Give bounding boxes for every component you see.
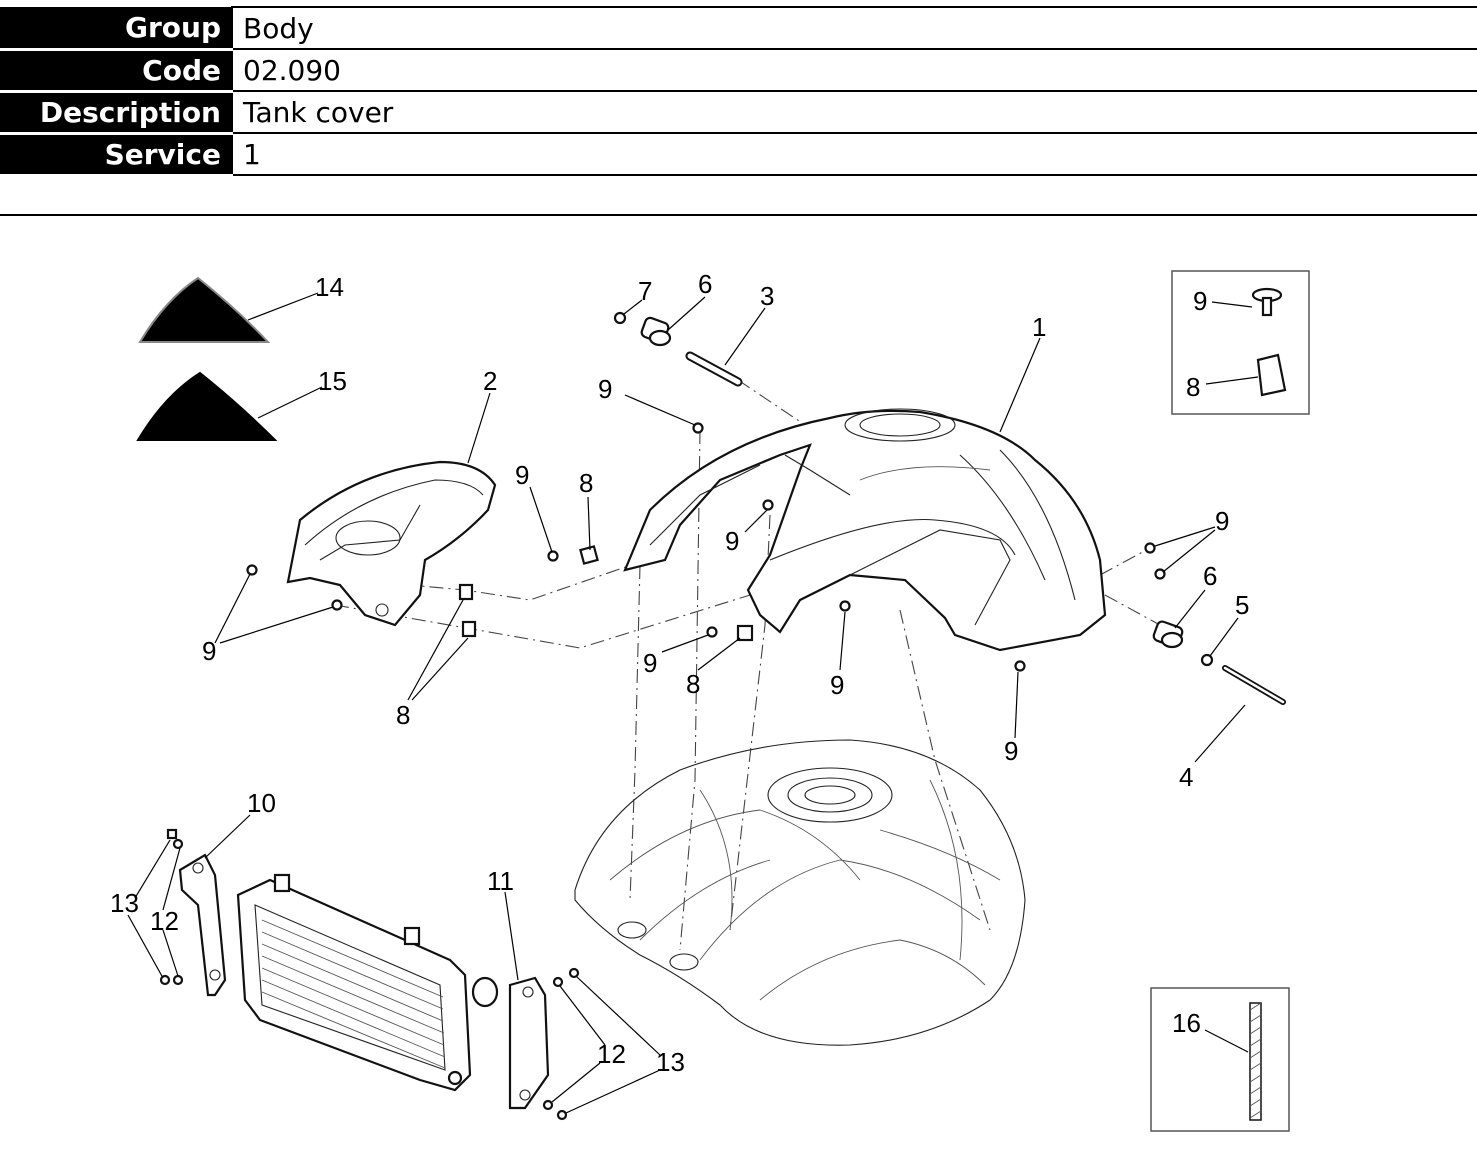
callout-screw-f: 9 <box>830 670 844 700</box>
code-value: 02.090 <box>231 48 1477 92</box>
hardware-inset <box>1171 270 1310 415</box>
callout-screw-inset: 9 <box>1193 286 1207 316</box>
decal-bottom-part <box>136 371 278 441</box>
callout-screw-a: 9 <box>598 374 612 404</box>
callout-clip-left: 8 <box>396 700 410 730</box>
callout-bracket-right: 11 <box>487 866 514 896</box>
callout-decal-bottom: 15 <box>318 366 347 396</box>
header-separator <box>0 214 1477 216</box>
radiator-part <box>236 873 499 1092</box>
long-bolt-part <box>1222 665 1286 705</box>
group-label: Group <box>0 7 232 51</box>
service-value: 1 <box>231 132 1477 176</box>
code-label: Code <box>0 49 232 93</box>
bracket-left-part <box>178 853 227 997</box>
group-value: Body <box>231 6 1477 50</box>
decal-top-part <box>138 276 271 343</box>
callout-rear-cover: 2 <box>483 366 497 396</box>
callout-screw-c: 9 <box>725 526 739 556</box>
grommet-right-part <box>1152 620 1184 649</box>
description-label: Description <box>0 91 232 135</box>
callout-clip-center: 8 <box>579 468 593 498</box>
callout-grommet-right: 6 <box>1203 561 1217 591</box>
part-info-table: Group Body Code 02.090 Description Tank … <box>0 6 1477 177</box>
callout-screw-d: 9 <box>202 636 216 666</box>
callout-tank-cover: 1 <box>1032 312 1046 342</box>
grommet-top-part <box>640 316 672 347</box>
callout-tape-strip: 16 <box>1172 1008 1201 1038</box>
info-row-group: Group Body <box>0 6 1477 51</box>
callout-washer: 5 <box>1235 590 1249 620</box>
info-row-description: Description Tank cover <box>0 90 1477 135</box>
fuel-tank-part <box>574 739 1026 1046</box>
info-row-service: Service 1 <box>0 132 1477 177</box>
callout-screw-left: 13 <box>110 888 139 918</box>
callout-washer-left: 12 <box>150 906 179 936</box>
bracket-right-part <box>508 976 550 1110</box>
callout-screw-h: 9 <box>1215 506 1229 536</box>
callout-decal-top: 14 <box>315 272 344 302</box>
callout-grommet-top: 6 <box>698 269 712 299</box>
info-row-code: Code 02.090 <box>0 48 1477 93</box>
callout-clip-lower: 8 <box>686 669 700 699</box>
assembly-lines <box>299 379 1161 951</box>
callout-screw-g: 9 <box>1004 736 1018 766</box>
callout-small-nut: 7 <box>638 276 652 306</box>
tank-cover-part <box>623 408 1107 652</box>
tape-inset <box>1150 987 1290 1132</box>
callout-pin: 3 <box>760 281 774 311</box>
callout-long-bolt: 4 <box>1179 762 1193 792</box>
callout-screw-b: 9 <box>515 460 529 490</box>
fasteners <box>246 422 1166 672</box>
leader-lines <box>127 292 1259 1114</box>
callout-numbers: 14 15 2 1 3 6 7 9 9 8 9 9 8 9 8 9 9 9 6 … <box>110 269 1249 1077</box>
pin-part <box>685 351 743 387</box>
service-label: Service <box>0 133 232 177</box>
callout-screw-right: 13 <box>656 1047 685 1077</box>
callout-bracket-left: 10 <box>247 788 276 818</box>
exploded-parts-diagram: 14 15 2 1 3 6 7 9 9 8 9 9 8 9 8 9 9 9 6 … <box>110 269 1310 1132</box>
callout-screw-e: 9 <box>643 648 657 678</box>
small-nut-part <box>613 311 627 325</box>
washer-part <box>1200 653 1214 667</box>
callout-clip-inset: 8 <box>1186 372 1200 402</box>
description-value: Tank cover <box>231 90 1477 134</box>
rear-cover-part <box>286 460 497 627</box>
callout-washer-right: 12 <box>597 1039 626 1069</box>
